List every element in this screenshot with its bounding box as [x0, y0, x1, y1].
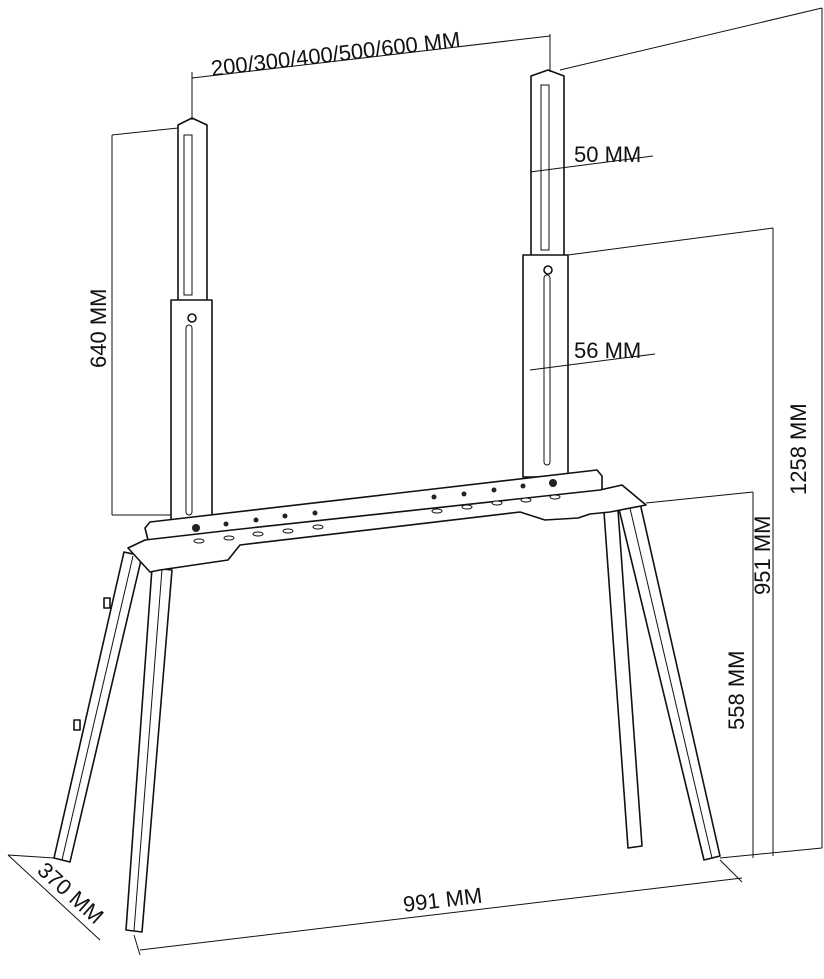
lower-adjust-label: 56 MM: [574, 338, 641, 363]
vesa-width-label: 200/300/400/500/600 MM: [210, 27, 462, 81]
total-height-label: 1258 MM: [786, 403, 811, 495]
post-height-label: 640 MM: [86, 289, 111, 368]
depth-label: 370 MM: [33, 857, 109, 929]
knob-icon: [187, 313, 197, 323]
crossbar: [127, 469, 647, 573]
upper-adjust-label: 50 MM: [574, 142, 641, 167]
leg-height-label: 558 MM: [724, 651, 749, 730]
left-back-leg: [53, 551, 143, 863]
bar-height-label: 951 MM: [750, 516, 775, 595]
left-post: [170, 117, 213, 521]
right-post: [522, 69, 569, 478]
dimension-lines: [7, 7, 823, 956]
left-front-leg: [125, 567, 173, 933]
width-label: 991 MM: [402, 883, 484, 917]
